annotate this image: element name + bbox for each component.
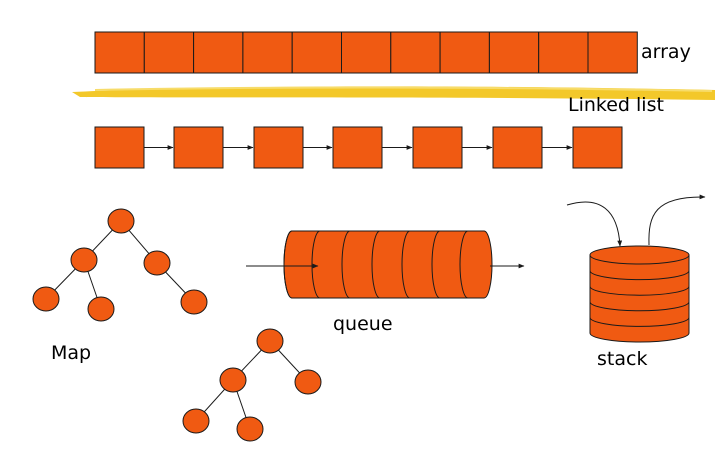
linked-list-group	[94, 126, 623, 169]
linked-list-node	[94, 126, 145, 169]
tree-node	[182, 408, 210, 434]
tree-node	[107, 208, 135, 234]
array-group	[94, 31, 638, 74]
queue-ring	[311, 230, 321, 299]
linked-list-label: Linked list	[568, 94, 664, 116]
tree-node	[219, 367, 247, 393]
map-label: Map	[51, 342, 92, 364]
linked-list-node	[492, 126, 543, 169]
highlighter-stroke	[72, 86, 715, 100]
array-cell	[94, 31, 145, 74]
tree-upper-group	[32, 208, 208, 322]
stack-disk-edge	[589, 286, 690, 296]
stack-disk-edge	[589, 317, 690, 327]
stack-pop-arrow	[648, 194, 706, 246]
array-label: array	[641, 41, 691, 63]
highlighter-sheen	[94, 86, 713, 92]
array-cell	[143, 31, 195, 74]
array-cell	[587, 31, 638, 74]
linked-list-node	[572, 126, 623, 169]
queue-ring	[371, 230, 381, 299]
array-cell	[439, 31, 490, 74]
queue-label: queue	[333, 313, 393, 335]
stack-disk-edge	[589, 301, 690, 312]
stack-push-arrow	[566, 201, 623, 247]
linked-list-node	[253, 126, 304, 169]
queue-left-rim	[283, 230, 293, 299]
tree-node	[256, 328, 284, 354]
tree-node	[70, 247, 98, 273]
array-cell	[193, 31, 244, 74]
array-cell	[341, 31, 392, 74]
tree-node	[32, 286, 60, 312]
stack-group	[566, 194, 706, 343]
array-cell	[291, 31, 343, 74]
queue-body	[283, 230, 493, 299]
array-cell	[390, 31, 441, 74]
queue-group	[246, 230, 525, 299]
array-cell	[242, 31, 293, 74]
linked-list-node	[173, 126, 224, 169]
tree-node	[294, 369, 322, 395]
queue-ring	[341, 230, 351, 299]
tree-node	[236, 416, 264, 442]
array-cell	[538, 31, 589, 74]
stack-label: stack	[597, 348, 648, 370]
stack-top	[589, 245, 690, 265]
stack-body	[589, 254, 690, 343]
tree-lower-group	[182, 328, 322, 442]
queue-ring	[459, 230, 469, 299]
highlighter-band	[72, 86, 715, 100]
tree-node	[180, 289, 208, 315]
array-cell	[488, 31, 540, 74]
linked-list-node	[412, 126, 463, 169]
queue-ring	[431, 230, 441, 299]
stack-disk-edge	[589, 270, 690, 281]
queue-ring	[401, 230, 411, 299]
linked-list-node	[332, 126, 383, 169]
tree-node	[143, 250, 171, 276]
tree-node	[87, 296, 115, 322]
